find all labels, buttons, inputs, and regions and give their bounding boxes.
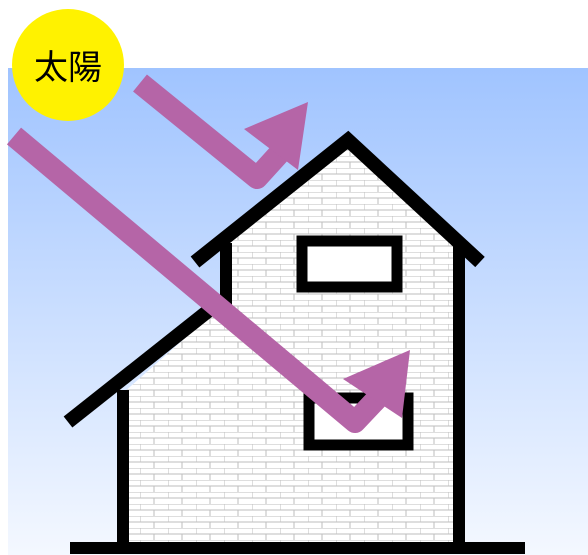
- left-wing-roof: [63, 294, 227, 428]
- sun-icon: [12, 9, 124, 121]
- sun-label: 太陽: [34, 48, 102, 88]
- sunlight-arrow-window: [6, 127, 410, 433]
- main-roof: [190, 130, 485, 268]
- sunlight-arrow-roof: [133, 74, 308, 189]
- upper-window: [296, 235, 403, 293]
- house-left-wing-wall: [123, 300, 228, 546]
- sunlight-arrow-roof-head: [244, 102, 308, 170]
- sunlight-arrow-roof-shaft: [133, 74, 296, 189]
- sun: 太陽: [12, 9, 124, 121]
- sunlight-arrow-window-head: [343, 350, 410, 418]
